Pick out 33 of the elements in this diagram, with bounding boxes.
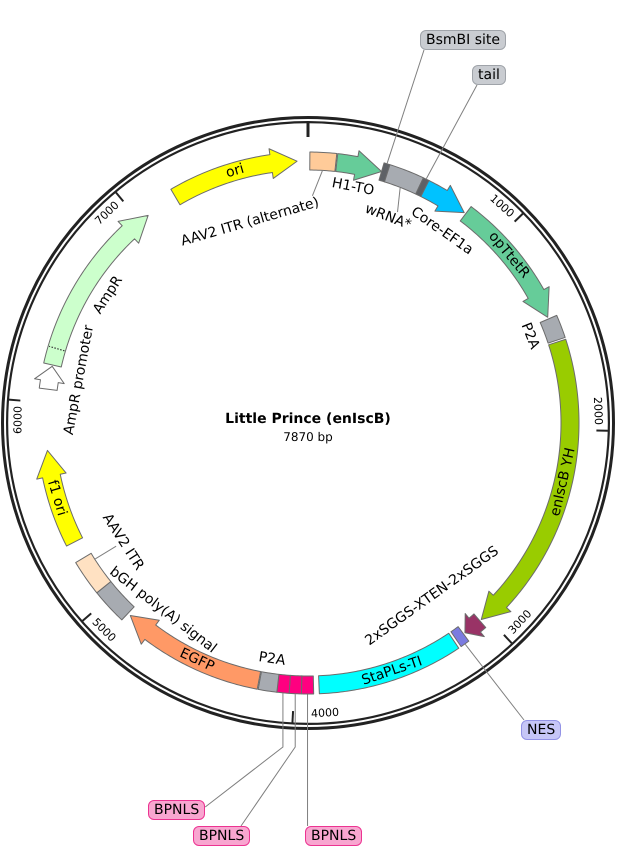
leader-line [426, 84, 478, 180]
feature-label: H1-TO [330, 175, 376, 200]
feature-label: ori [224, 161, 246, 182]
feature-box [383, 163, 425, 196]
leader-line [204, 692, 284, 808]
callout-tag: BPNLS [193, 826, 250, 846]
leader-line [386, 50, 424, 164]
directional-feature [35, 449, 84, 548]
feature-label: P2A [258, 649, 287, 670]
leader-line [397, 187, 401, 213]
feature-label: AmpR promoter [60, 324, 98, 436]
leader-line [307, 694, 308, 826]
feature-label: P2A [517, 320, 542, 352]
tick-label: 4000 [310, 706, 340, 720]
callout-tag: BPNLS [305, 826, 362, 846]
tick-label: 6000 [10, 406, 24, 434]
callout-tag: BsmBI site [420, 30, 506, 50]
callout-tag: NES [521, 720, 562, 740]
tick-label: 2000 [591, 396, 606, 426]
callout-tag: BPNLS [148, 800, 206, 820]
feature-label: f1 ori [44, 478, 70, 518]
plasmid-name: Little Prince (enIscB) [225, 411, 391, 427]
feature-box [300, 674, 315, 695]
feature-box [74, 552, 112, 594]
plasmid-length: 7870 bp [283, 430, 333, 444]
callout-tag: tail [472, 65, 506, 85]
feature-box [308, 151, 338, 173]
leader-line [312, 170, 323, 196]
feature-label: enIscB YH [548, 446, 579, 518]
leader-line [94, 546, 117, 560]
leader-line [464, 644, 524, 720]
leader-line [240, 694, 296, 826]
feature-label: wRNA* [362, 200, 414, 234]
